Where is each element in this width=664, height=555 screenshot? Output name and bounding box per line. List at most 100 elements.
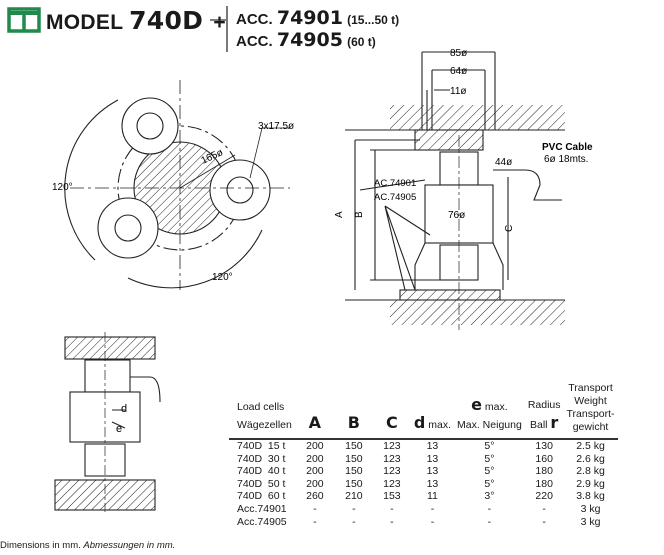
dim-11-label: 11ø [450, 86, 467, 97]
cell-a: 200 [306, 452, 324, 465]
cell-c: 123 [383, 452, 401, 465]
cell-radius: 160 [535, 452, 553, 465]
col-b: B [334, 382, 373, 440]
cell-a: - [313, 515, 317, 528]
col-d-suffix: max. [428, 419, 452, 431]
cell-b: - [352, 502, 356, 515]
cell-weight: 2.8 kg [576, 465, 605, 478]
table-row: Acc.74905------3 kg [229, 516, 618, 529]
model-prefix: MODEL [46, 11, 123, 34]
cell-d: 13 [426, 452, 439, 465]
cell-b: 210 [345, 490, 363, 503]
cell-a: 200 [306, 477, 324, 490]
col-c: C [372, 382, 411, 440]
cell-d: 11 [426, 490, 438, 503]
detail-e-label: e [116, 423, 122, 435]
col-a: A [294, 382, 335, 440]
col-ball-label: Ball [529, 419, 548, 431]
angle-label-1: 120° [52, 182, 73, 193]
cell-model: 740D 60 t [237, 490, 286, 503]
cell-weight: 3 kg [580, 515, 601, 528]
cell-c: 123 [383, 465, 401, 478]
detail-d-label: d [121, 403, 127, 415]
cell-b: 150 [345, 452, 363, 465]
col-b-label: B [347, 413, 360, 432]
cell-weight: 3.8 kg [576, 490, 605, 503]
detail-view-drawing: d e [54, 332, 161, 512]
dim-b-label: B [354, 211, 365, 218]
col-d-label: d [413, 413, 426, 432]
brand-logo [7, 7, 41, 33]
acc1-number: 74901 [276, 7, 343, 29]
cell-d: 13 [426, 477, 439, 490]
dim-85-label: 85ø [450, 48, 467, 59]
dim-c-label: C [504, 225, 515, 232]
plus-sign: + [213, 11, 226, 34]
acc1-prefix: ACC. [236, 11, 273, 28]
cable-spec-label: 6ø 18mts. [544, 154, 588, 165]
col-e-de: Max. Neigung [457, 419, 522, 431]
acc-74905-label: AC.74905 [374, 192, 416, 203]
dim-64-label: 64ø [450, 66, 467, 77]
cell-e: 5° [484, 440, 495, 452]
load-cells-en: Load cells [237, 401, 285, 413]
cell-model: 740D 50 t [237, 477, 286, 490]
cell-b: 150 [345, 440, 363, 452]
cell-e: 5° [484, 465, 495, 478]
load-cells-de: Wägezellen [237, 419, 292, 431]
cell-d: - [430, 515, 435, 528]
col-radius-label: Radius [527, 399, 561, 411]
col-e: e max.Max. Neigung [454, 382, 525, 440]
dim-a-label: A [334, 211, 345, 218]
cell-radius: 180 [535, 477, 553, 490]
cell-b: - [352, 515, 356, 528]
cell-e: - [487, 515, 492, 528]
table-row: Acc.74901------3 kg [229, 503, 618, 516]
cell-model: 740D 30 t [237, 452, 286, 465]
cell-weight: 2.9 kg [576, 477, 605, 490]
cell-radius: - [542, 502, 546, 515]
cell-b: 150 [345, 465, 363, 478]
cell-e: 5° [484, 477, 495, 490]
cell-radius: 130 [535, 440, 553, 452]
footnote-en: Dimensions in mm. [0, 540, 81, 551]
cell-weight: 3 kg [580, 502, 601, 515]
cell-model: 740D 15 t [237, 440, 286, 452]
cell-weight: 2.6 kg [576, 452, 605, 465]
col-a-label: A [308, 413, 322, 432]
angle-label-2: 120° [212, 272, 233, 283]
acc-74901-label: AC.74901 [374, 178, 416, 189]
weight-label-4: gewicht [572, 421, 609, 433]
cell-b: 150 [345, 477, 363, 490]
cell-d: 13 [426, 440, 439, 452]
weight-label-3: Transport- [566, 408, 615, 420]
cell-a: 200 [306, 440, 324, 452]
weight-label-2: Weight [574, 395, 607, 407]
acc2-range: (60 t) [347, 35, 376, 49]
cell-a: 200 [306, 465, 324, 478]
cell-a: - [313, 502, 317, 515]
cell-e: - [487, 502, 492, 515]
cell-weight: 2.5 kg [576, 440, 605, 452]
plan-view-drawing: 3x17.5ø 165ø 120° 120° [52, 80, 294, 290]
footnote-de: Abmessungen in mm. [83, 540, 176, 551]
cell-a: 260 [306, 490, 324, 503]
model-number: 740D [129, 6, 204, 35]
bracket-divider [210, 6, 228, 52]
cell-model: 740D 40 t [237, 465, 286, 478]
cell-c: 123 [383, 440, 401, 452]
cell-e: 3° [484, 490, 495, 503]
weight-label-1: Transport [568, 382, 613, 394]
table-row: 740D 15 t 200 150 123 13 5° 130 2.5 kg [229, 439, 618, 453]
acc-74905-title: ACC. 74905 (60 t) [236, 29, 376, 51]
holes-label: 3x17.5ø [258, 121, 294, 132]
